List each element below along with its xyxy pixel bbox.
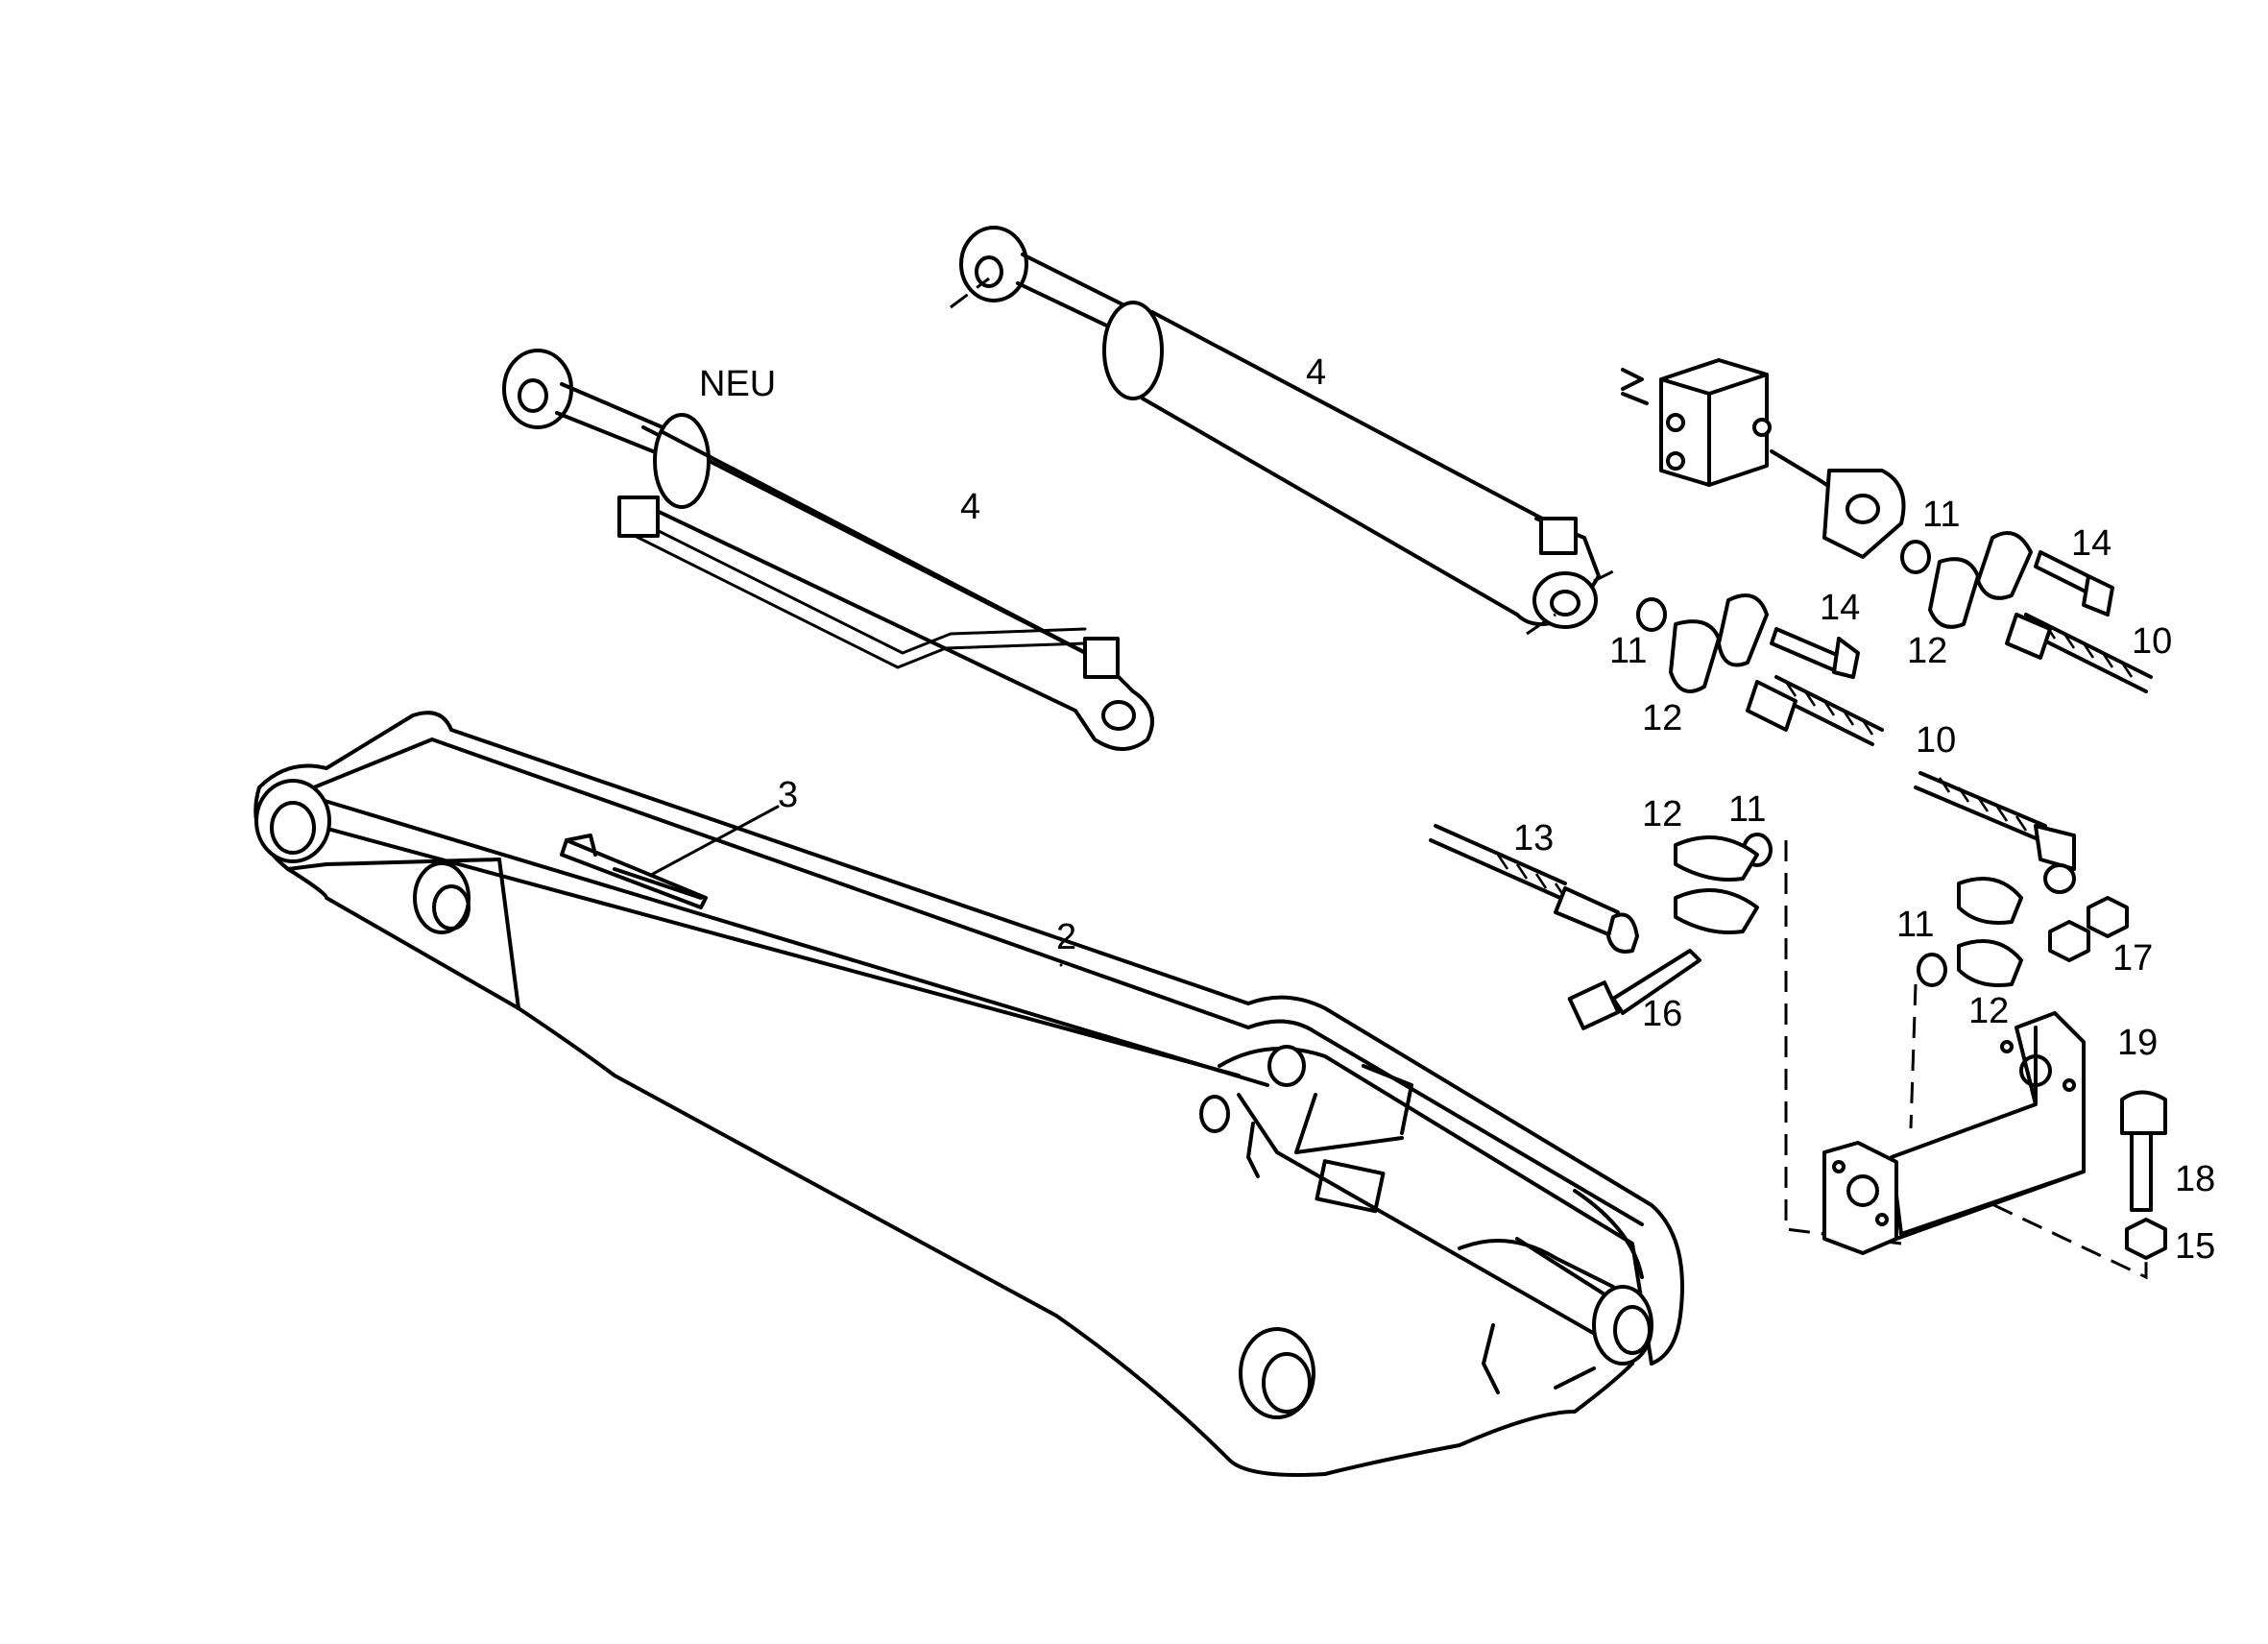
callout-flange-c: 12 bbox=[1642, 794, 1682, 834]
callout-cyl-right: 4 bbox=[1306, 352, 1326, 393]
callout-boom: 2 bbox=[1056, 917, 1076, 957]
hoses bbox=[1429, 613, 2153, 954]
callout-nut-b: 17 bbox=[2112, 938, 2153, 979]
callout-screw-c: 16 bbox=[1642, 994, 1682, 1034]
callout-hose-b: 10 bbox=[2132, 621, 2172, 662]
callout-flange-d: 12 bbox=[1968, 991, 2009, 1031]
callout-nut-a: 15 bbox=[2175, 1226, 2215, 1267]
callout-flange-b: 12 bbox=[1907, 631, 1947, 671]
callout-bush: 3 bbox=[778, 775, 798, 815]
callout-flange-a: 12 bbox=[1642, 698, 1682, 738]
boom-arm bbox=[253, 711, 1684, 1477]
callout-cyl-left: 4 bbox=[960, 487, 980, 527]
callout-screw-a: 14 bbox=[1820, 588, 1860, 628]
slide-bar bbox=[560, 834, 708, 909]
leader-lines bbox=[651, 805, 1063, 967]
callout-screw-b: 14 bbox=[2071, 523, 2111, 564]
callout-hose-c: 13 bbox=[1513, 818, 1554, 858]
callout-hose-a: 10 bbox=[1916, 720, 1956, 761]
small-parts bbox=[1567, 531, 2167, 1280]
labels: NEU 2 3 4 4 10 10 11 11 11 11 12 12 12 1… bbox=[699, 352, 2215, 1267]
note-label: NEU bbox=[699, 364, 776, 404]
callout-oring-b: 11 bbox=[1922, 495, 1960, 535]
callout-oring-d: 11 bbox=[1896, 905, 1934, 945]
callout-oring-c: 11 bbox=[1728, 789, 1766, 830]
callout-bracket: 19 bbox=[2117, 1023, 2158, 1063]
callout-oring-a: 11 bbox=[1609, 631, 1647, 671]
bracket bbox=[1822, 1011, 2086, 1255]
swivel-block bbox=[1621, 358, 1906, 559]
callout-screw-d: 18 bbox=[2175, 1159, 2215, 1199]
cylinder-left bbox=[502, 349, 1154, 751]
cylinder-right bbox=[950, 226, 1624, 636]
